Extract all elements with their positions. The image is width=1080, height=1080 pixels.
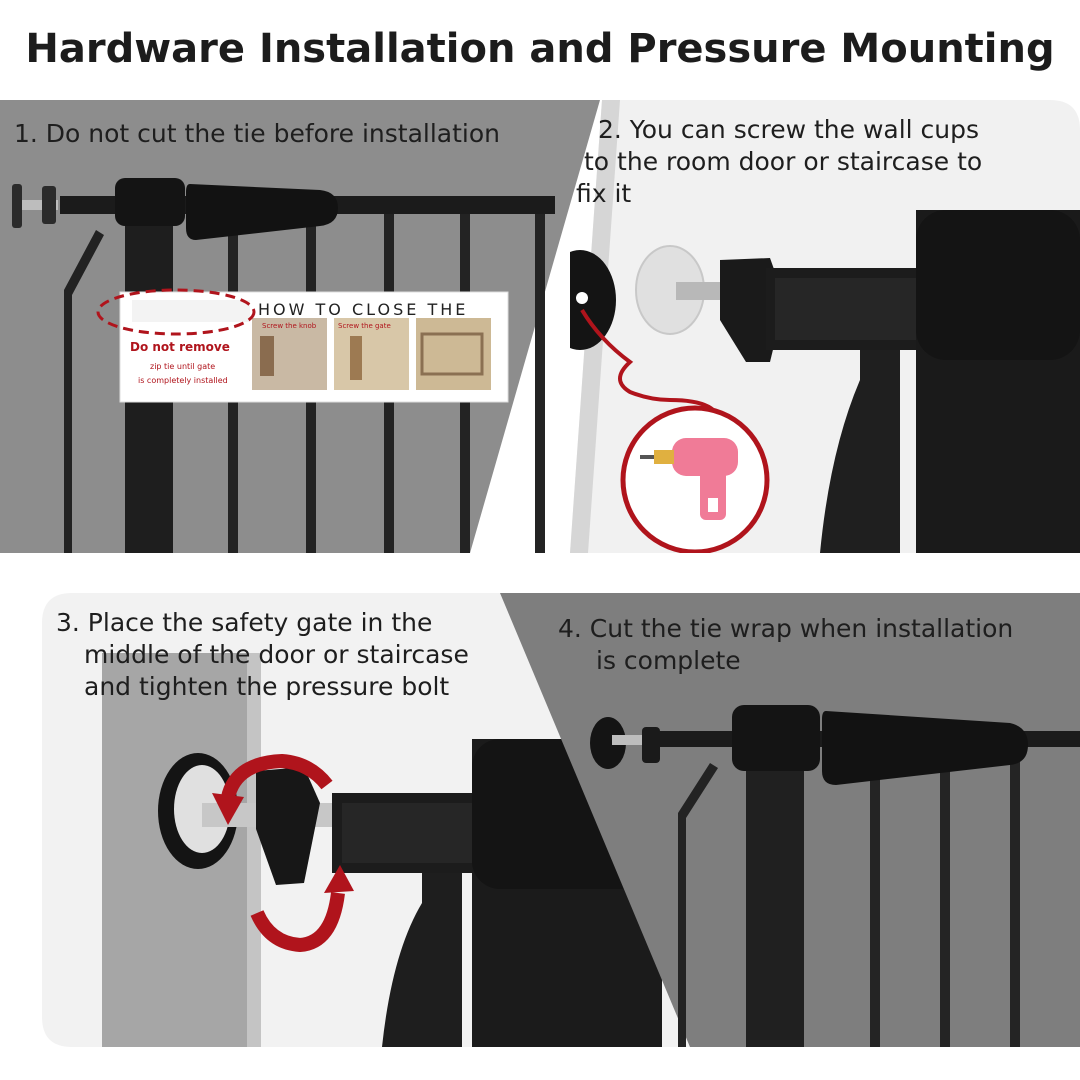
step-2-panel: 2. You can screw the wall cups to the ro… — [570, 100, 1080, 553]
step-3-caption-line-3: and tighten the pressure bolt — [84, 672, 450, 701]
step-2-caption-line-1: 2. You can screw the wall cups — [598, 115, 980, 144]
step-3-caption-line-1: 3. Place the safety gate in the — [56, 608, 433, 637]
step-3-panel: 3. Place the safety gate in the middle o… — [42, 593, 702, 1047]
tag-banner-text: HOW TO CLOSE THE — [258, 300, 469, 319]
wall-cup-icon — [570, 250, 616, 350]
rotate-arrows-icon — [212, 753, 354, 953]
step-4-illustration — [500, 593, 1080, 1047]
step-4-caption-line-1: 4. Cut the tie wrap when installation — [558, 614, 1014, 643]
tag-line-2: is completely installed — [138, 376, 228, 385]
step-3-illustration — [42, 593, 702, 1047]
step-1-panel: 1. Do not cut the tie before installatio… — [0, 100, 600, 553]
step-2-caption-line-3: fix it — [576, 179, 632, 208]
tag-warning-text: Do not remove — [130, 340, 230, 354]
step-2-illustration — [570, 100, 1080, 553]
drill-icon — [620, 405, 770, 553]
step-1-caption: 1. Do not cut the tie before installatio… — [14, 119, 501, 148]
step-4-panel: 4. Cut the tie wrap when installation is… — [500, 593, 1080, 1047]
page-title: Hardware Installation and Pressure Mount… — [25, 26, 1055, 72]
step-2-caption-line-2: to the room door or staircase to — [584, 147, 983, 176]
tag-photo-caption-2: Screw the gate — [338, 322, 391, 330]
step-3-caption-line-2: middle of the door or staircase — [84, 640, 469, 669]
step-4-caption-line-2: is complete — [596, 646, 741, 675]
tag-line-1: zip tie until gate — [150, 362, 216, 371]
instruction-tag — [96, 288, 509, 403]
step-1-illustration — [0, 100, 600, 553]
tag-photo-caption-1: Screw the knob — [262, 322, 317, 330]
